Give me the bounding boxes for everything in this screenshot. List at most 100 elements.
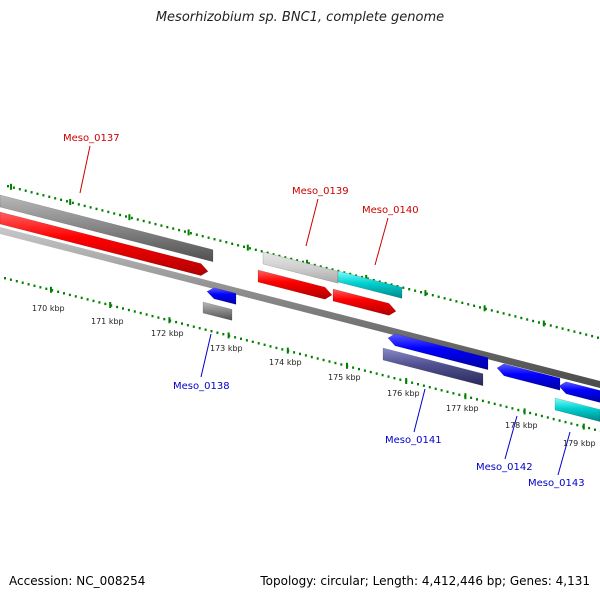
outer-minor-tick	[425, 292, 428, 295]
outer-major-tick	[483, 305, 486, 312]
outer-minor-tick	[585, 333, 588, 336]
inner-minor-tick	[334, 361, 337, 365]
outer-minor-tick	[343, 271, 346, 274]
inner-minor-tick	[80, 296, 83, 300]
outer-minor-tick	[95, 207, 98, 211]
inner-minor-tick	[175, 320, 178, 324]
inner-minor-tick	[434, 387, 437, 390]
outer-minor-tick	[561, 327, 564, 330]
outer-minor-tick	[148, 221, 151, 224]
outer-minor-tick	[567, 328, 570, 332]
inner-minor-tick	[21, 281, 24, 284]
outer-minor-tick	[508, 313, 511, 317]
meso-0143-leader	[557, 431, 571, 476]
inner-minor-tick	[192, 325, 195, 328]
meso-0138-leader	[200, 333, 212, 378]
inner-minor-tick	[493, 402, 496, 406]
outer-minor-tick	[414, 289, 417, 292]
outer-minor-tick	[60, 198, 63, 201]
outer-minor-tick	[12, 186, 15, 189]
inner-minor-tick	[588, 426, 591, 430]
outer-minor-tick	[372, 278, 375, 282]
outer-minor-tick	[290, 257, 293, 261]
outer-minor-tick	[402, 286, 405, 289]
gene-label-meso-0140[interactable]: Meso_0140	[362, 205, 419, 216]
outer-minor-tick	[573, 330, 576, 333]
outer-minor-tick	[207, 236, 210, 239]
outer-minor-tick	[225, 241, 228, 244]
inner-minor-tick	[145, 313, 148, 316]
outer-major-tick	[128, 214, 131, 221]
gene-label-meso-0143[interactable]: Meso_0143	[528, 478, 585, 489]
outer-minor-tick	[189, 232, 192, 235]
inner-minor-tick	[33, 284, 36, 287]
outer-major-tick	[69, 199, 72, 205]
tick-label: 177 kbp	[446, 404, 479, 413]
outer-minor-tick	[378, 280, 381, 283]
outer-minor-tick	[83, 204, 86, 208]
outer-minor-tick	[71, 201, 74, 205]
inner-minor-tick	[304, 354, 307, 357]
outer-major-tick	[187, 229, 190, 236]
outer-minor-tick	[431, 294, 434, 297]
outer-minor-tick	[532, 319, 535, 323]
outer-minor-tick	[549, 324, 552, 327]
inner-minor-tick	[240, 337, 242, 340]
inner-minor-tick	[322, 358, 325, 362]
inner-tick-row	[4, 277, 600, 433]
inner-minor-tick	[51, 289, 54, 292]
inner-minor-tick	[198, 327, 201, 330]
meso-0142-gene	[496, 363, 561, 391]
outer-minor-tick	[461, 301, 464, 304]
inner-minor-tick	[499, 404, 502, 407]
meso-0141-gene	[387, 333, 489, 371]
outer-minor-tick	[331, 268, 334, 271]
gene-label-meso-0142[interactable]: Meso_0142	[476, 462, 533, 473]
inner-minor-tick	[310, 355, 313, 359]
tick-label: 170 kbp	[32, 304, 65, 313]
inner-minor-tick	[139, 311, 142, 315]
inner-minor-tick	[293, 351, 296, 354]
outer-minor-tick	[195, 233, 198, 236]
meso-0139-cds	[262, 251, 339, 284]
inner-minor-tick	[157, 316, 160, 319]
inner-minor-tick	[481, 399, 484, 403]
outer-minor-tick	[384, 281, 387, 285]
inner-minor-tick	[446, 390, 449, 393]
gene-features	[0, 194, 600, 422]
outer-minor-tick	[313, 263, 316, 267]
inner-minor-tick	[529, 411, 532, 415]
outer-minor-tick	[142, 219, 145, 223]
inner-minor-tick	[257, 342, 260, 345]
inner-major-tick	[109, 302, 112, 308]
inner-major-tick	[168, 317, 171, 324]
outer-major-tick	[365, 274, 368, 281]
inner-minor-tick	[570, 422, 573, 425]
gene-label-meso-0139[interactable]: Meso_0139	[292, 186, 349, 197]
gene-label-meso-0138[interactable]: Meso_0138	[173, 381, 230, 392]
tick-label: 172 kbp	[151, 329, 184, 338]
inner-minor-tick	[63, 292, 65, 295]
inner-minor-tick	[363, 369, 366, 372]
outer-minor-tick	[48, 195, 51, 198]
meso-0140-leader	[374, 217, 389, 266]
outer-minor-tick	[160, 224, 163, 227]
outer-tick-row	[7, 183, 599, 339]
outer-minor-tick	[555, 325, 558, 329]
gene-label-meso-0137[interactable]: Meso_0137	[63, 133, 120, 144]
inner-major-tick	[227, 332, 230, 339]
inner-minor-tick	[369, 370, 372, 374]
inner-minor-tick	[186, 324, 189, 327]
outer-minor-tick	[219, 239, 222, 242]
inner-minor-tick	[163, 317, 166, 321]
inner-minor-tick	[27, 283, 30, 286]
gene-label-meso-0141[interactable]: Meso_0141	[385, 435, 442, 446]
outer-minor-tick	[361, 275, 363, 279]
meso-0140-gene	[332, 288, 397, 316]
outer-minor-tick	[248, 247, 251, 250]
outer-minor-tick	[496, 310, 499, 314]
inner-minor-tick	[86, 298, 89, 301]
outer-minor-tick	[101, 209, 104, 212]
outer-minor-tick	[30, 191, 33, 194]
